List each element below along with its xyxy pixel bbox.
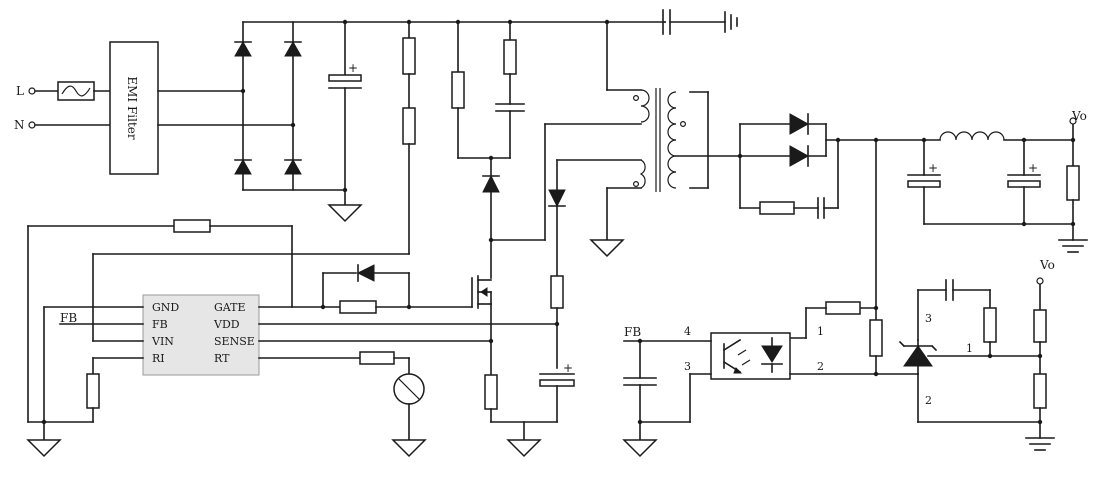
ground-symbol-rt [391, 439, 427, 458]
pin-vdd: VDD [213, 318, 240, 331]
rt-resistor [359, 351, 395, 365]
transformer [604, 19, 686, 192]
line-terminal [28, 87, 36, 95]
gate-resistor [339, 300, 377, 314]
vo-terminal-top [1069, 117, 1077, 125]
ac-input: L N [14, 81, 111, 132]
aux-diode [548, 189, 566, 369]
opto-pin-3: 3 [684, 360, 691, 373]
gate-diode [356, 264, 375, 282]
neutral-input-label: N [14, 118, 25, 132]
bridge-diode-1 [234, 40, 252, 57]
bridge-diode-4 [284, 158, 302, 175]
emi-filter-label: EMI Filter [125, 76, 139, 140]
tl431-pin-1: 1 [966, 342, 973, 355]
pin-vin: VIN [151, 335, 174, 348]
compensation-resistor [983, 307, 997, 343]
power-mosfet [471, 275, 492, 376]
secondary-winding [667, 91, 677, 189]
primary-winding [640, 89, 650, 123]
output-capacitor-1: + [907, 137, 941, 225]
startup-resistors [402, 19, 416, 255]
pin-gnd: GND [152, 301, 179, 314]
svg-text:+: + [348, 61, 358, 75]
vin-resistor [173, 219, 211, 233]
ground-symbol-tl431 [1025, 437, 1055, 451]
fb-label-right: FB [624, 325, 641, 339]
ground-symbol-ic [26, 439, 62, 458]
output-capacitor-2: + [1007, 137, 1041, 225]
opto-led-resistor [825, 301, 861, 315]
opto-pin-1: 1 [817, 325, 824, 338]
pin-fb: FB [152, 318, 168, 331]
output-diode-1 [789, 113, 810, 135]
vo-label-right: Vo [1039, 258, 1055, 272]
ground-symbol-output [1058, 239, 1088, 253]
dummy-load-resistor [1066, 137, 1080, 241]
output-diode-2 [789, 145, 810, 167]
optocoupler [710, 332, 791, 380]
tl431-pin-2: 2 [925, 394, 932, 407]
divider-resistor-bottom [1033, 373, 1047, 409]
bridge-diode-2 [284, 40, 302, 57]
emi-filter-box [109, 41, 159, 175]
ri-resistor [86, 373, 100, 409]
optocoupler-body [710, 332, 791, 380]
controller-ic: GND FB VIN RI GATE VDD SENSE RT [142, 294, 260, 376]
y-capacitor [662, 9, 738, 35]
vo-label-top: Vo [1071, 109, 1087, 123]
ground-symbol-sense [506, 439, 542, 458]
bulk-capacitor: + [328, 19, 362, 206]
output-inductor [939, 131, 1005, 141]
opto-pin-4: 4 [684, 325, 691, 338]
line-input-label: L [16, 84, 24, 98]
bridge-diode-3 [234, 158, 252, 175]
emi-filter: EMI Filter [109, 41, 159, 175]
svg-text:+: + [563, 361, 573, 375]
ground-symbol-bulk [327, 204, 363, 223]
svg-text:+: + [1028, 161, 1038, 175]
output-rectifier [737, 113, 827, 209]
opto-pin-2: 2 [817, 360, 824, 373]
tl431-pin-3: 3 [925, 312, 932, 325]
pin-sense: SENSE [214, 335, 255, 348]
divider-resistor-top [1033, 309, 1047, 343]
svg-text:+: + [928, 161, 938, 175]
ground-symbol-aux [589, 239, 625, 258]
secondary-snubber-resistor [759, 201, 795, 215]
ground-symbol-fb [622, 439, 658, 458]
vdd-capacitor: + [539, 361, 575, 423]
rcd-snubber [451, 19, 525, 279]
neutral-terminal [28, 121, 36, 129]
tl431-regulator [898, 289, 1041, 423]
fuse-symbol [61, 85, 91, 97]
pin-gate: GATE [214, 301, 246, 314]
opto-bias-resistor [869, 319, 883, 357]
bridge-rectifier [234, 21, 302, 191]
vo-terminal-right [1036, 277, 1044, 285]
fb-label-left: FB [60, 311, 77, 325]
auxiliary-winding [639, 159, 646, 189]
sense-resistor [484, 374, 498, 410]
pin-ri: RI [152, 352, 165, 365]
controller-ic-body [142, 294, 260, 376]
snubber-diode [482, 174, 500, 193]
pin-rt: RT [214, 352, 230, 365]
